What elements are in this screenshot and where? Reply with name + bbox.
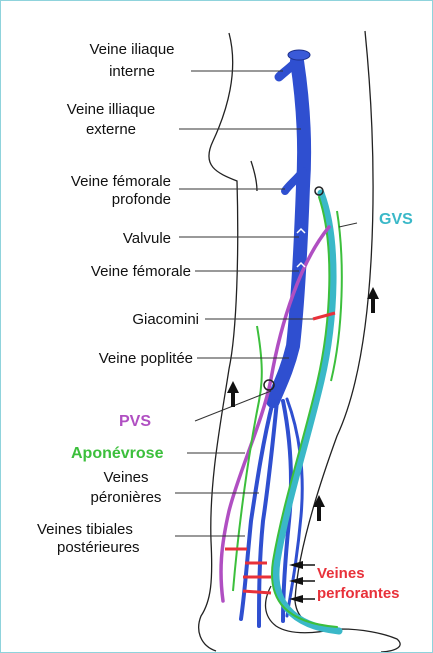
- label-peron-1: Veines: [81, 469, 171, 486]
- label-giacomini: Giacomini: [101, 311, 199, 328]
- label-iliac-ext-1: Veine illiaque: [41, 101, 181, 118]
- label-fem-prof-1: Veine fémorale: [21, 173, 171, 190]
- label-perf-2: perforantes: [317, 585, 400, 602]
- label-pvs: PVS: [119, 413, 151, 430]
- label-poplitee: Veine poplitée: [21, 350, 193, 367]
- label-iliac-int-1: Veine iliaque: [67, 41, 197, 58]
- label-aponevrose: Aponévrose: [71, 445, 163, 462]
- label-tib-1: Veines tibiales: [37, 521, 133, 538]
- label-fem-prof-2: profonde: [21, 191, 171, 208]
- label-iliac-int-2: interne: [67, 63, 197, 80]
- label-tib-2: postérieures: [57, 539, 140, 556]
- label-valvule: Valvule: [61, 230, 171, 247]
- label-iliac-ext-2: externe: [41, 121, 181, 138]
- label-femorale: Veine fémorale: [21, 263, 191, 280]
- label-perf-1: Veines: [317, 565, 365, 582]
- deep-veins: [241, 61, 304, 626]
- label-gvs: GVS: [379, 211, 413, 228]
- label-peron-2: péronières: [71, 489, 181, 506]
